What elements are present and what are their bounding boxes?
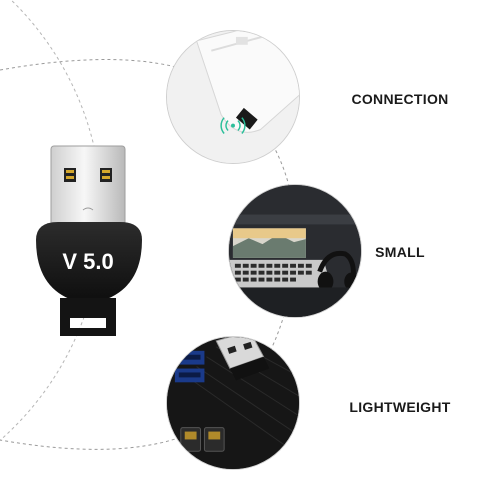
feature-label-connection: CONNECTION [351,91,449,107]
usb-plug-icon [215,337,270,381]
feature-label-small: SMALL [375,244,425,260]
wifi-signal-icon [220,117,246,134]
small-image [228,184,362,318]
lightweight-image [166,336,300,470]
usb-dongle-image: V 5.0 [36,145,142,336]
feature-label-lightweight: LIGHTWEIGHT [349,399,451,415]
version-label: V 5.0 [62,249,113,274]
connection-image [166,30,300,164]
